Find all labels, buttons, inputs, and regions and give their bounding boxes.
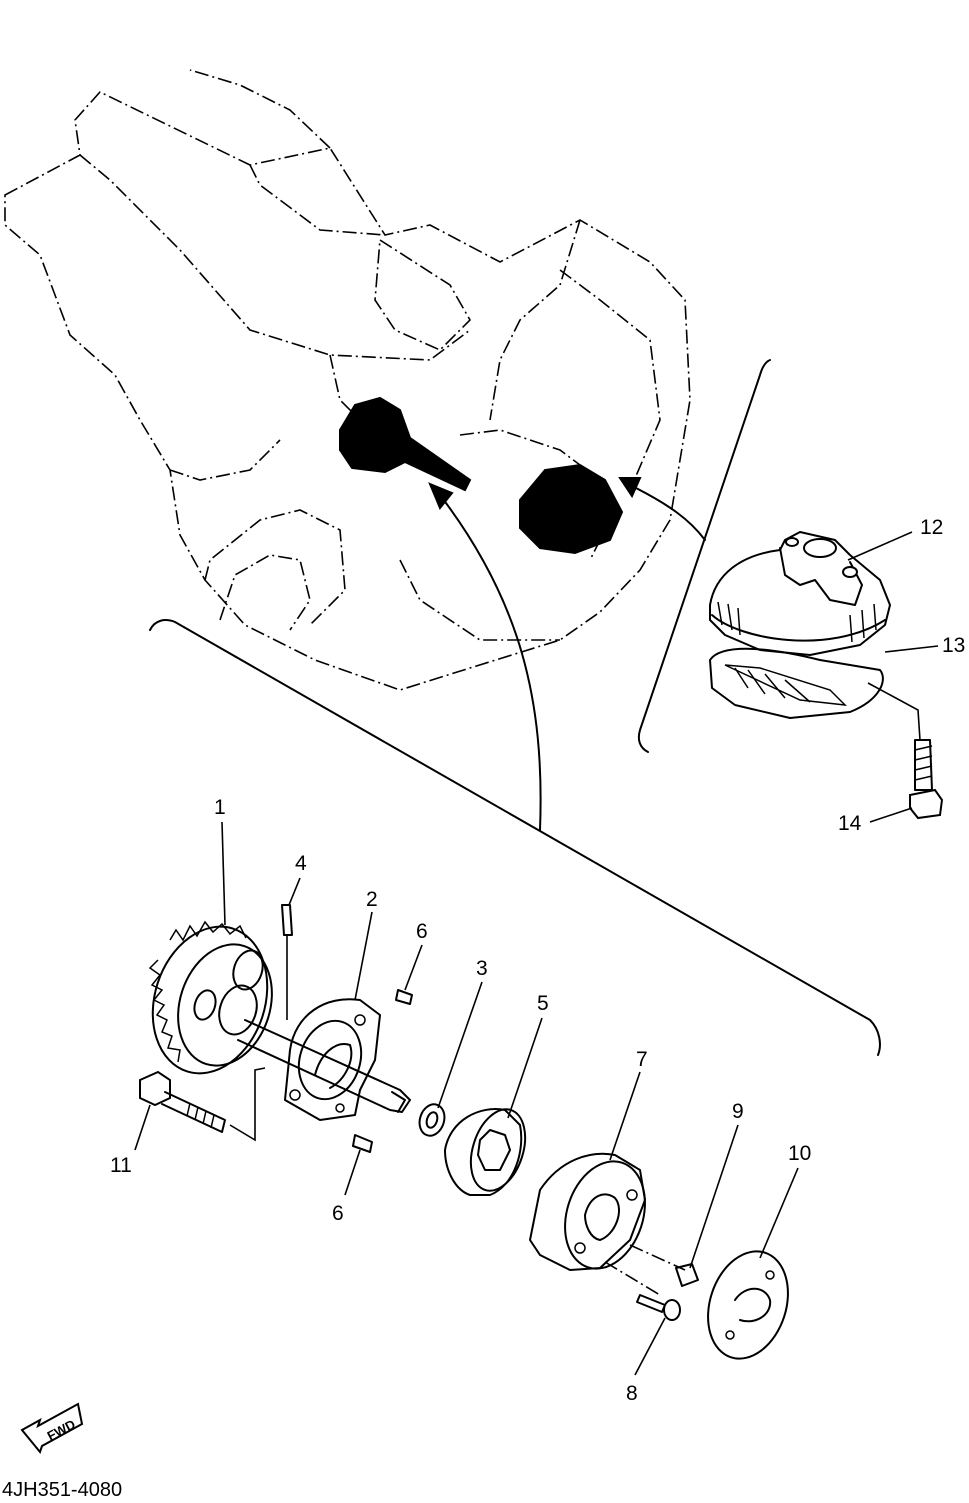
callout-labels: 1 2 3 4 5 6 6 7 8 9 10 11 12 13 14 (110, 516, 965, 1405)
oil-pump-drive-gear (148, 920, 273, 1075)
callout-7: 7 (636, 1048, 648, 1071)
callout-4: 4 (295, 852, 307, 875)
assembly-arrows (428, 477, 706, 831)
engine-mounting-points (339, 396, 624, 555)
callout-6-lower: 6 (332, 1202, 344, 1225)
callout-14: 14 (838, 812, 862, 835)
diagram-reference-code: 4JH351-4080 (2, 1479, 122, 1501)
inner-rotor (444, 1108, 527, 1196)
callout-11: 11 (110, 1154, 132, 1177)
callout-6-upper: 6 (416, 920, 428, 943)
fwd-direction-arrow (20, 1402, 84, 1455)
callout-1: 1 (214, 796, 226, 819)
callout-3: 3 (476, 957, 488, 980)
pump-gasket (707, 1250, 789, 1360)
dowel-pins-6 (352, 989, 413, 1153)
pump-body (529, 1152, 686, 1296)
engine-outline (4, 69, 691, 691)
callout-5: 5 (537, 992, 549, 1015)
pump-housing (284, 998, 381, 1121)
leader-lines (134, 531, 939, 1376)
cover-screw-8 (636, 1294, 681, 1321)
section-separators (149, 359, 881, 1056)
oil-seal (418, 1103, 446, 1137)
callout-12: 12 (920, 516, 943, 539)
pump-shaft (237, 1019, 411, 1113)
callout-8: 8 (626, 1382, 638, 1405)
oil-strainer (709, 531, 891, 719)
callout-10: 10 (788, 1142, 811, 1165)
callout-2: 2 (366, 888, 378, 911)
pump-bolt-11 (139, 1067, 266, 1142)
callout-9: 9 (732, 1100, 744, 1123)
callout-13: 13 (942, 634, 965, 657)
strainer-bolt (909, 739, 944, 820)
dowel-pin-9 (675, 1263, 699, 1287)
dowel-pin-4 (281, 904, 293, 1020)
